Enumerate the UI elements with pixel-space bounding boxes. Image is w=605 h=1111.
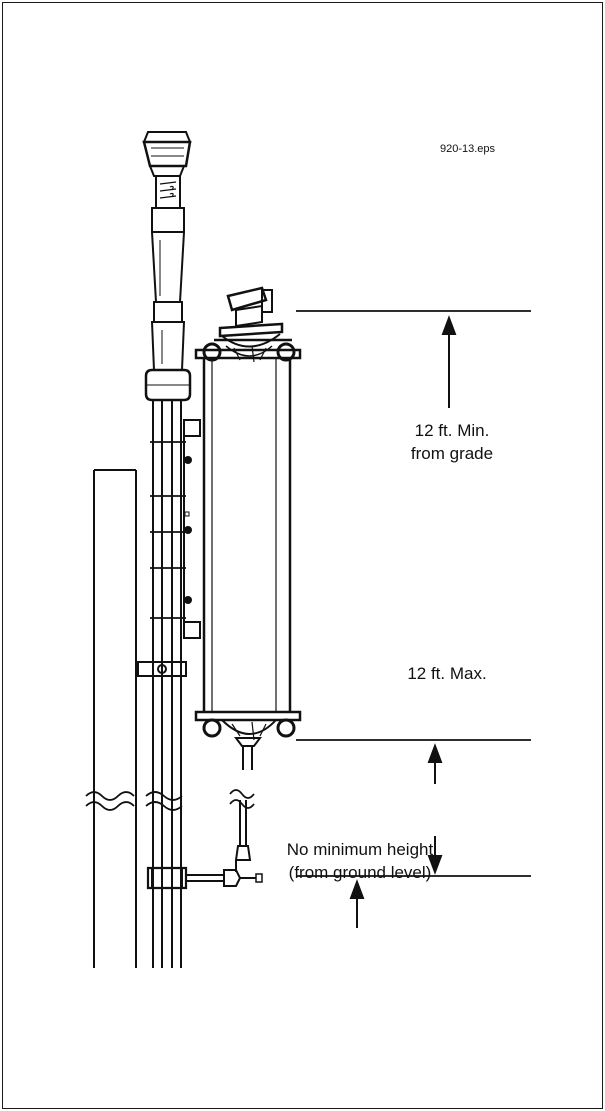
- up-arrow-top: [441, 315, 457, 408]
- up-arrow-bottom: [349, 879, 365, 928]
- break-marks: [85, 789, 255, 811]
- min-height-line2: from grade: [410, 444, 494, 463]
- file-name-label: 920-13.eps: [440, 143, 496, 155]
- min-height-line1: 12 ft. Min.: [414, 421, 490, 440]
- up-arrow-middle: [427, 743, 443, 784]
- vent-reducer: [144, 207, 192, 402]
- threaded-coupling: [155, 176, 181, 208]
- min-height-label: 12 ft. Min. from grade: [392, 419, 512, 465]
- dimension-lines: [296, 310, 531, 877]
- vent-cap: [142, 131, 192, 177]
- mounting-bracket: [183, 419, 201, 639]
- tank-body: [194, 348, 302, 722]
- vent-pipe: [152, 400, 182, 968]
- max-height-label: 12 ft. Max.: [407, 664, 487, 683]
- ground-note-line1: No minimum height: [286, 840, 434, 859]
- down-arrow-middle: [427, 836, 443, 875]
- utility-pole: [93, 469, 137, 968]
- ground-note-label: No minimum height (from ground level): [250, 838, 470, 884]
- drain-line: [234, 800, 252, 872]
- lower-clamp-and-rod: [146, 866, 263, 890]
- bottom-valve-assembly: [202, 718, 296, 770]
- ground-note-line2: (from ground level): [288, 863, 432, 882]
- pole-clamp: [137, 661, 187, 677]
- pipe-straps: [150, 441, 186, 619]
